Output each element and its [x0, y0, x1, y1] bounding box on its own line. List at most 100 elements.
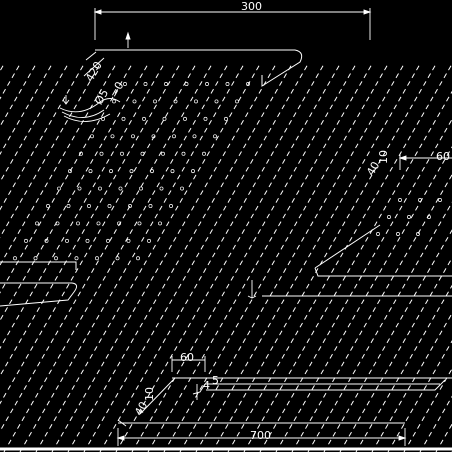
dim-label-bottom-4: 4 — [203, 379, 210, 392]
perforation-hole — [181, 151, 186, 156]
hatch-line — [227, 63, 452, 452]
perforation-hole — [158, 221, 162, 226]
perforation-hole — [398, 198, 402, 202]
perforation-hole — [170, 169, 175, 174]
perforation-hole — [137, 221, 142, 226]
perforation-hole — [129, 169, 134, 174]
perforation-hole — [95, 256, 99, 261]
perforation-hole — [98, 186, 102, 191]
hatch-line — [0, 63, 21, 100]
perforation-hole — [162, 116, 167, 121]
perforation-hole — [112, 99, 116, 104]
dim-300-arrow-left — [93, 9, 102, 15]
dim-label-right-10: 10 — [377, 150, 390, 164]
perforation-hole — [376, 232, 380, 236]
perforation-hole — [88, 169, 93, 174]
hatch-line — [419, 395, 452, 452]
perforation-hole — [13, 256, 17, 261]
perforation-hole — [192, 134, 197, 139]
dim-label-300: 300 — [241, 0, 262, 13]
left-plate-lower-edge — [0, 282, 78, 307]
perforation-hole — [131, 134, 135, 139]
dim-hole-swirl — [61, 109, 111, 122]
dimension-lines — [59, 8, 452, 446]
hatch-line — [211, 63, 437, 452]
perforation-holes — [13, 82, 442, 261]
dim-300-arrow-right — [363, 9, 372, 15]
hatch-line — [83, 63, 309, 452]
hatch-line — [67, 63, 293, 452]
hatch-line — [99, 63, 325, 452]
top-plate-outline — [95, 49, 303, 87]
perforation-hole — [74, 256, 79, 261]
perforation-hole — [121, 116, 126, 121]
dim-hole-leader — [59, 98, 121, 113]
perforation-hole — [136, 256, 140, 261]
perforation-hole — [123, 82, 127, 86]
perforation-hole — [57, 186, 61, 191]
right-plate-side — [314, 224, 381, 269]
perforation-hole — [117, 221, 121, 226]
perforation-hole — [54, 256, 58, 261]
bottom-section-low — [206, 379, 446, 391]
perforation-hole — [120, 151, 124, 156]
perforation-hole — [65, 238, 69, 243]
hatch-line — [147, 63, 373, 452]
dim-label-bottom-5: 5 — [212, 374, 219, 387]
hatch-line — [403, 367, 452, 452]
hatch-line — [243, 90, 452, 452]
perforation-hole — [35, 221, 39, 226]
perforation-hole — [418, 198, 422, 202]
dim-label-bottom-10: 10 — [143, 387, 156, 401]
perforation-hole — [235, 99, 239, 104]
hatch-line — [19, 63, 245, 452]
perforation-hole — [96, 221, 101, 226]
hatch-line — [0, 63, 165, 350]
perforation-hole — [150, 169, 154, 174]
perforation-hole — [161, 151, 165, 156]
perforation-hole — [180, 186, 184, 191]
perforation-hole — [172, 134, 176, 139]
hatch-line — [0, 63, 117, 266]
perforation-hole — [153, 99, 157, 104]
perforation-hole — [194, 99, 198, 104]
hatch-line — [275, 146, 452, 452]
dim-420-arrow — [125, 31, 131, 40]
hatch-line — [387, 340, 452, 452]
perforation-hole — [44, 238, 49, 243]
perforation-hole — [24, 238, 28, 243]
hatch-line — [339, 257, 452, 452]
dim-700-arrow-left — [116, 435, 125, 441]
hatch-line — [3, 63, 229, 452]
dim-label-right-60: 60 — [436, 150, 450, 163]
right-plate-inner — [314, 267, 452, 277]
hatch-line — [355, 284, 452, 452]
dim-label-700: 700 — [250, 429, 271, 442]
bottom-section-inner — [139, 377, 176, 415]
perforation-hole — [115, 256, 120, 261]
perforation-hole — [142, 116, 146, 121]
dim-right-vert — [247, 280, 257, 299]
hatch-line — [131, 63, 357, 452]
dim-10-40-ext — [117, 419, 127, 427]
hatch-line — [35, 63, 261, 452]
perforation-hole — [184, 82, 189, 86]
perforation-hole — [110, 134, 115, 139]
perforation-hole — [214, 99, 219, 104]
perforation-hole — [407, 215, 411, 219]
dim-700-line — [117, 428, 406, 446]
perforation-hole — [148, 204, 153, 208]
perforation-hole — [202, 151, 206, 156]
perforation-hole — [191, 169, 195, 174]
perforation-hole — [87, 204, 91, 208]
perforation-hole — [183, 116, 187, 121]
hatch-line — [307, 201, 452, 452]
hatch-line — [0, 63, 213, 433]
perforation-hole — [128, 204, 132, 208]
hatch-line — [195, 63, 421, 452]
hatch-line — [0, 63, 181, 377]
hatch-line — [371, 312, 452, 452]
dim-60-right-arrow — [398, 155, 407, 161]
perforation-hole — [55, 221, 60, 226]
perforation-hole — [76, 221, 80, 226]
